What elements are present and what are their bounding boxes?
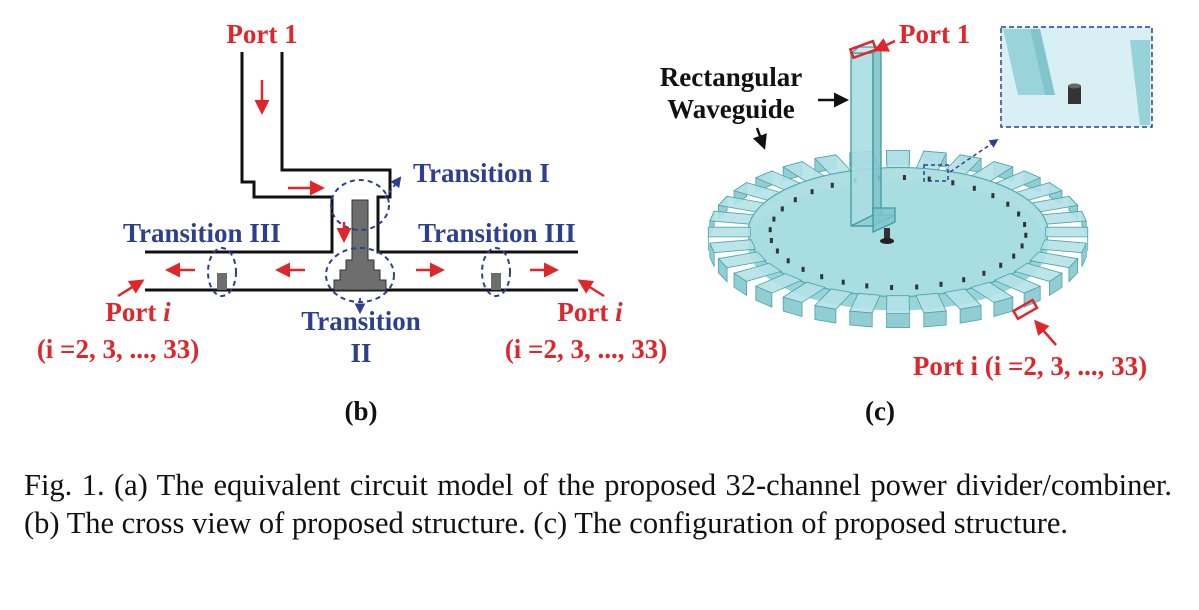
- port-i-right-label: Port i: [557, 297, 623, 327]
- channel-post: [841, 279, 845, 285]
- port1-arrow-c: [873, 38, 896, 52]
- port-i-marker: [1011, 298, 1039, 321]
- figure-graphics: Port 1 Transition I Transition III Trans…: [37, 19, 1153, 426]
- left-post: [217, 273, 227, 290]
- range-left-label: (i =2, 3, ..., 33): [37, 334, 199, 364]
- channel-fin-top: [717, 251, 767, 269]
- channel-fin-top: [782, 281, 827, 303]
- channel-fin-top: [1013, 262, 1063, 282]
- channel-fin-side: [886, 313, 910, 329]
- subfigure-b-label: (b): [345, 396, 378, 426]
- channel-post: [820, 274, 824, 280]
- channel-post: [991, 193, 995, 199]
- port-i-left-label: Port i: [105, 297, 171, 327]
- center-probe-base: [880, 238, 894, 244]
- channel-post: [786, 258, 790, 264]
- channel-post: [999, 262, 1003, 268]
- channel-post: [902, 175, 906, 180]
- transition2-label-line1: Transition: [301, 306, 421, 336]
- channel-fin-top: [943, 288, 982, 310]
- waveguide-arrow-2: [752, 127, 767, 150]
- channel-fin-top: [886, 149, 910, 169]
- channel-post: [793, 197, 797, 203]
- transition1-leader: [384, 176, 402, 199]
- channel-post: [1024, 232, 1028, 238]
- transition1-label: Transition I: [413, 158, 550, 188]
- channel-post: [768, 227, 772, 233]
- waveguide-label-line1: Rectangular: [660, 62, 802, 92]
- zoom-leader: [949, 138, 999, 173]
- port-i-label-c: Port i (i =2, 3, ..., 33): [913, 351, 1147, 381]
- channel-fin-side: [849, 310, 873, 328]
- channel-post: [1012, 253, 1016, 259]
- channel-fin-top: [1040, 210, 1087, 225]
- port1-label-b: Port 1: [226, 19, 297, 49]
- center-probe: [884, 228, 890, 240]
- port-i-arrow-c: [1034, 319, 1057, 346]
- channel-fin-top: [886, 295, 910, 315]
- channel-fin-top: [1040, 239, 1087, 254]
- channel-fin-top: [733, 262, 783, 282]
- subfigure-c-label: (c): [865, 396, 895, 426]
- channel-fin-top: [754, 273, 803, 294]
- transition2-label-line2: II: [350, 338, 371, 368]
- channel-post: [780, 206, 784, 212]
- channel-post: [972, 185, 976, 191]
- flow-arrows: [117, 80, 605, 298]
- channel-post: [775, 248, 779, 254]
- channel-post: [982, 270, 986, 276]
- central-probe: [333, 199, 387, 291]
- channel-fin-top: [709, 239, 756, 254]
- channel-post: [1023, 222, 1027, 227]
- port1-label-c: Port 1: [899, 19, 970, 49]
- channel-fin-top: [849, 292, 881, 314]
- channel-post: [927, 176, 931, 182]
- range-right-label: (i =2, 3, ..., 33): [505, 334, 667, 364]
- cross-view-diagram: Port 1 Transition I Transition III Trans…: [37, 19, 667, 426]
- channel-post: [865, 283, 869, 289]
- channel-post: [890, 285, 894, 290]
- channel-fin-side: [923, 310, 947, 328]
- channel-fin-top: [915, 292, 947, 314]
- configuration-model: Port 1 Rectangular Waveguide Port i (i =…: [660, 19, 1153, 426]
- zoom-inset: [1000, 26, 1153, 128]
- channel-post: [801, 266, 805, 272]
- channel-post: [769, 238, 773, 243]
- zoom-region: [923, 164, 949, 182]
- channel-post: [915, 284, 919, 290]
- transition3-left-label: Transition III: [123, 218, 281, 248]
- channel-post: [772, 216, 776, 222]
- channel-post: [830, 182, 834, 188]
- right-post: [491, 273, 501, 290]
- channel-fin-top: [707, 226, 751, 238]
- channel-post: [1017, 211, 1021, 217]
- channel-post: [939, 281, 943, 287]
- channel-post: [1006, 201, 1010, 207]
- channel-post: [951, 180, 955, 186]
- channel-fin-top: [814, 288, 853, 310]
- figure-caption: Fig. 1. (a) The equivalent circuit model…: [24, 468, 1172, 540]
- channel-post: [962, 277, 966, 283]
- channel-post: [810, 189, 814, 195]
- channel-fin-top: [993, 273, 1042, 294]
- channel-fin-top: [969, 281, 1014, 303]
- channel-post: [1020, 243, 1024, 249]
- waveguide-label-line2: Waveguide: [667, 94, 795, 124]
- rectangular-waveguide: [849, 45, 896, 234]
- channel-fin-top: [1029, 251, 1079, 269]
- channel-fin-top: [709, 210, 756, 225]
- channel-fin-top: [1045, 226, 1089, 238]
- transition3-right-label: Transition III: [418, 218, 576, 248]
